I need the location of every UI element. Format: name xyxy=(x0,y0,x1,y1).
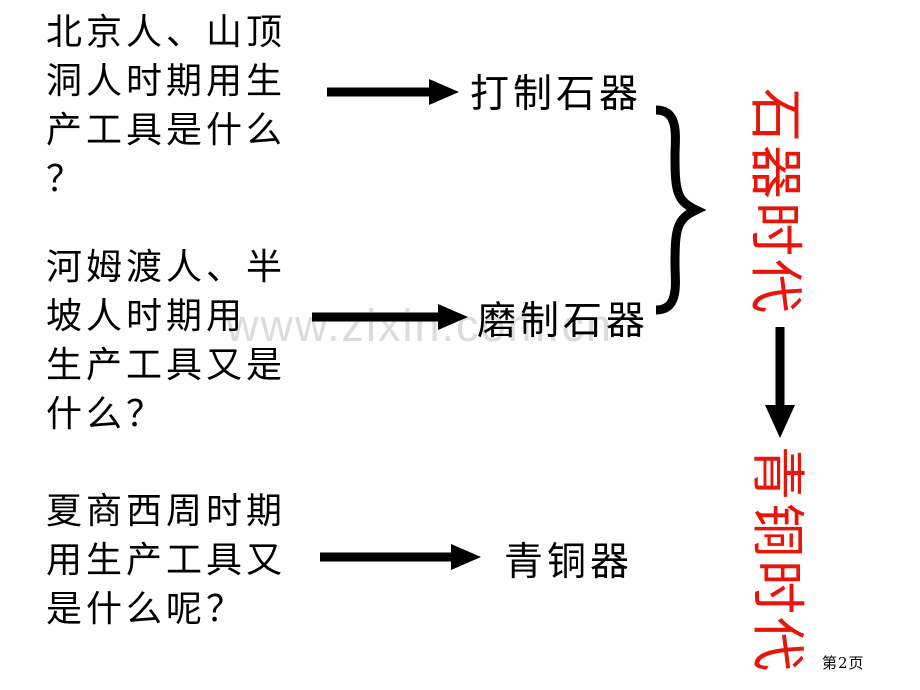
page-number: 第2页 xyxy=(822,654,865,672)
right-curly-brace-icon xyxy=(644,104,707,316)
question-3-text: 夏商西周时期 用生产工具又 是什么呢？ xyxy=(46,491,287,630)
arrow-right-icon xyxy=(325,77,459,107)
answer-chipped-stone: 打制石器 xyxy=(470,72,643,117)
era-bronze-age-label: 青铜时代 xyxy=(746,446,809,674)
arrow-down-icon xyxy=(763,325,797,440)
answer-polished-stone: 磨制石器 xyxy=(477,299,650,344)
question-2-text: 河姆渡人、半 坡人时期用 生产工具又是 什么？ xyxy=(46,247,287,435)
era-stone-age-label: 石器时代 xyxy=(744,88,807,316)
arrow-right-icon xyxy=(310,302,468,332)
answer-bronze: 青铜器 xyxy=(504,540,634,585)
arrow-right-icon xyxy=(318,542,481,572)
watermark-text: www.zixin.com.cn xyxy=(226,300,614,351)
question-1-text: 北京人、山顶 洞人时期用生 产工具是什么 ？ xyxy=(46,12,287,200)
